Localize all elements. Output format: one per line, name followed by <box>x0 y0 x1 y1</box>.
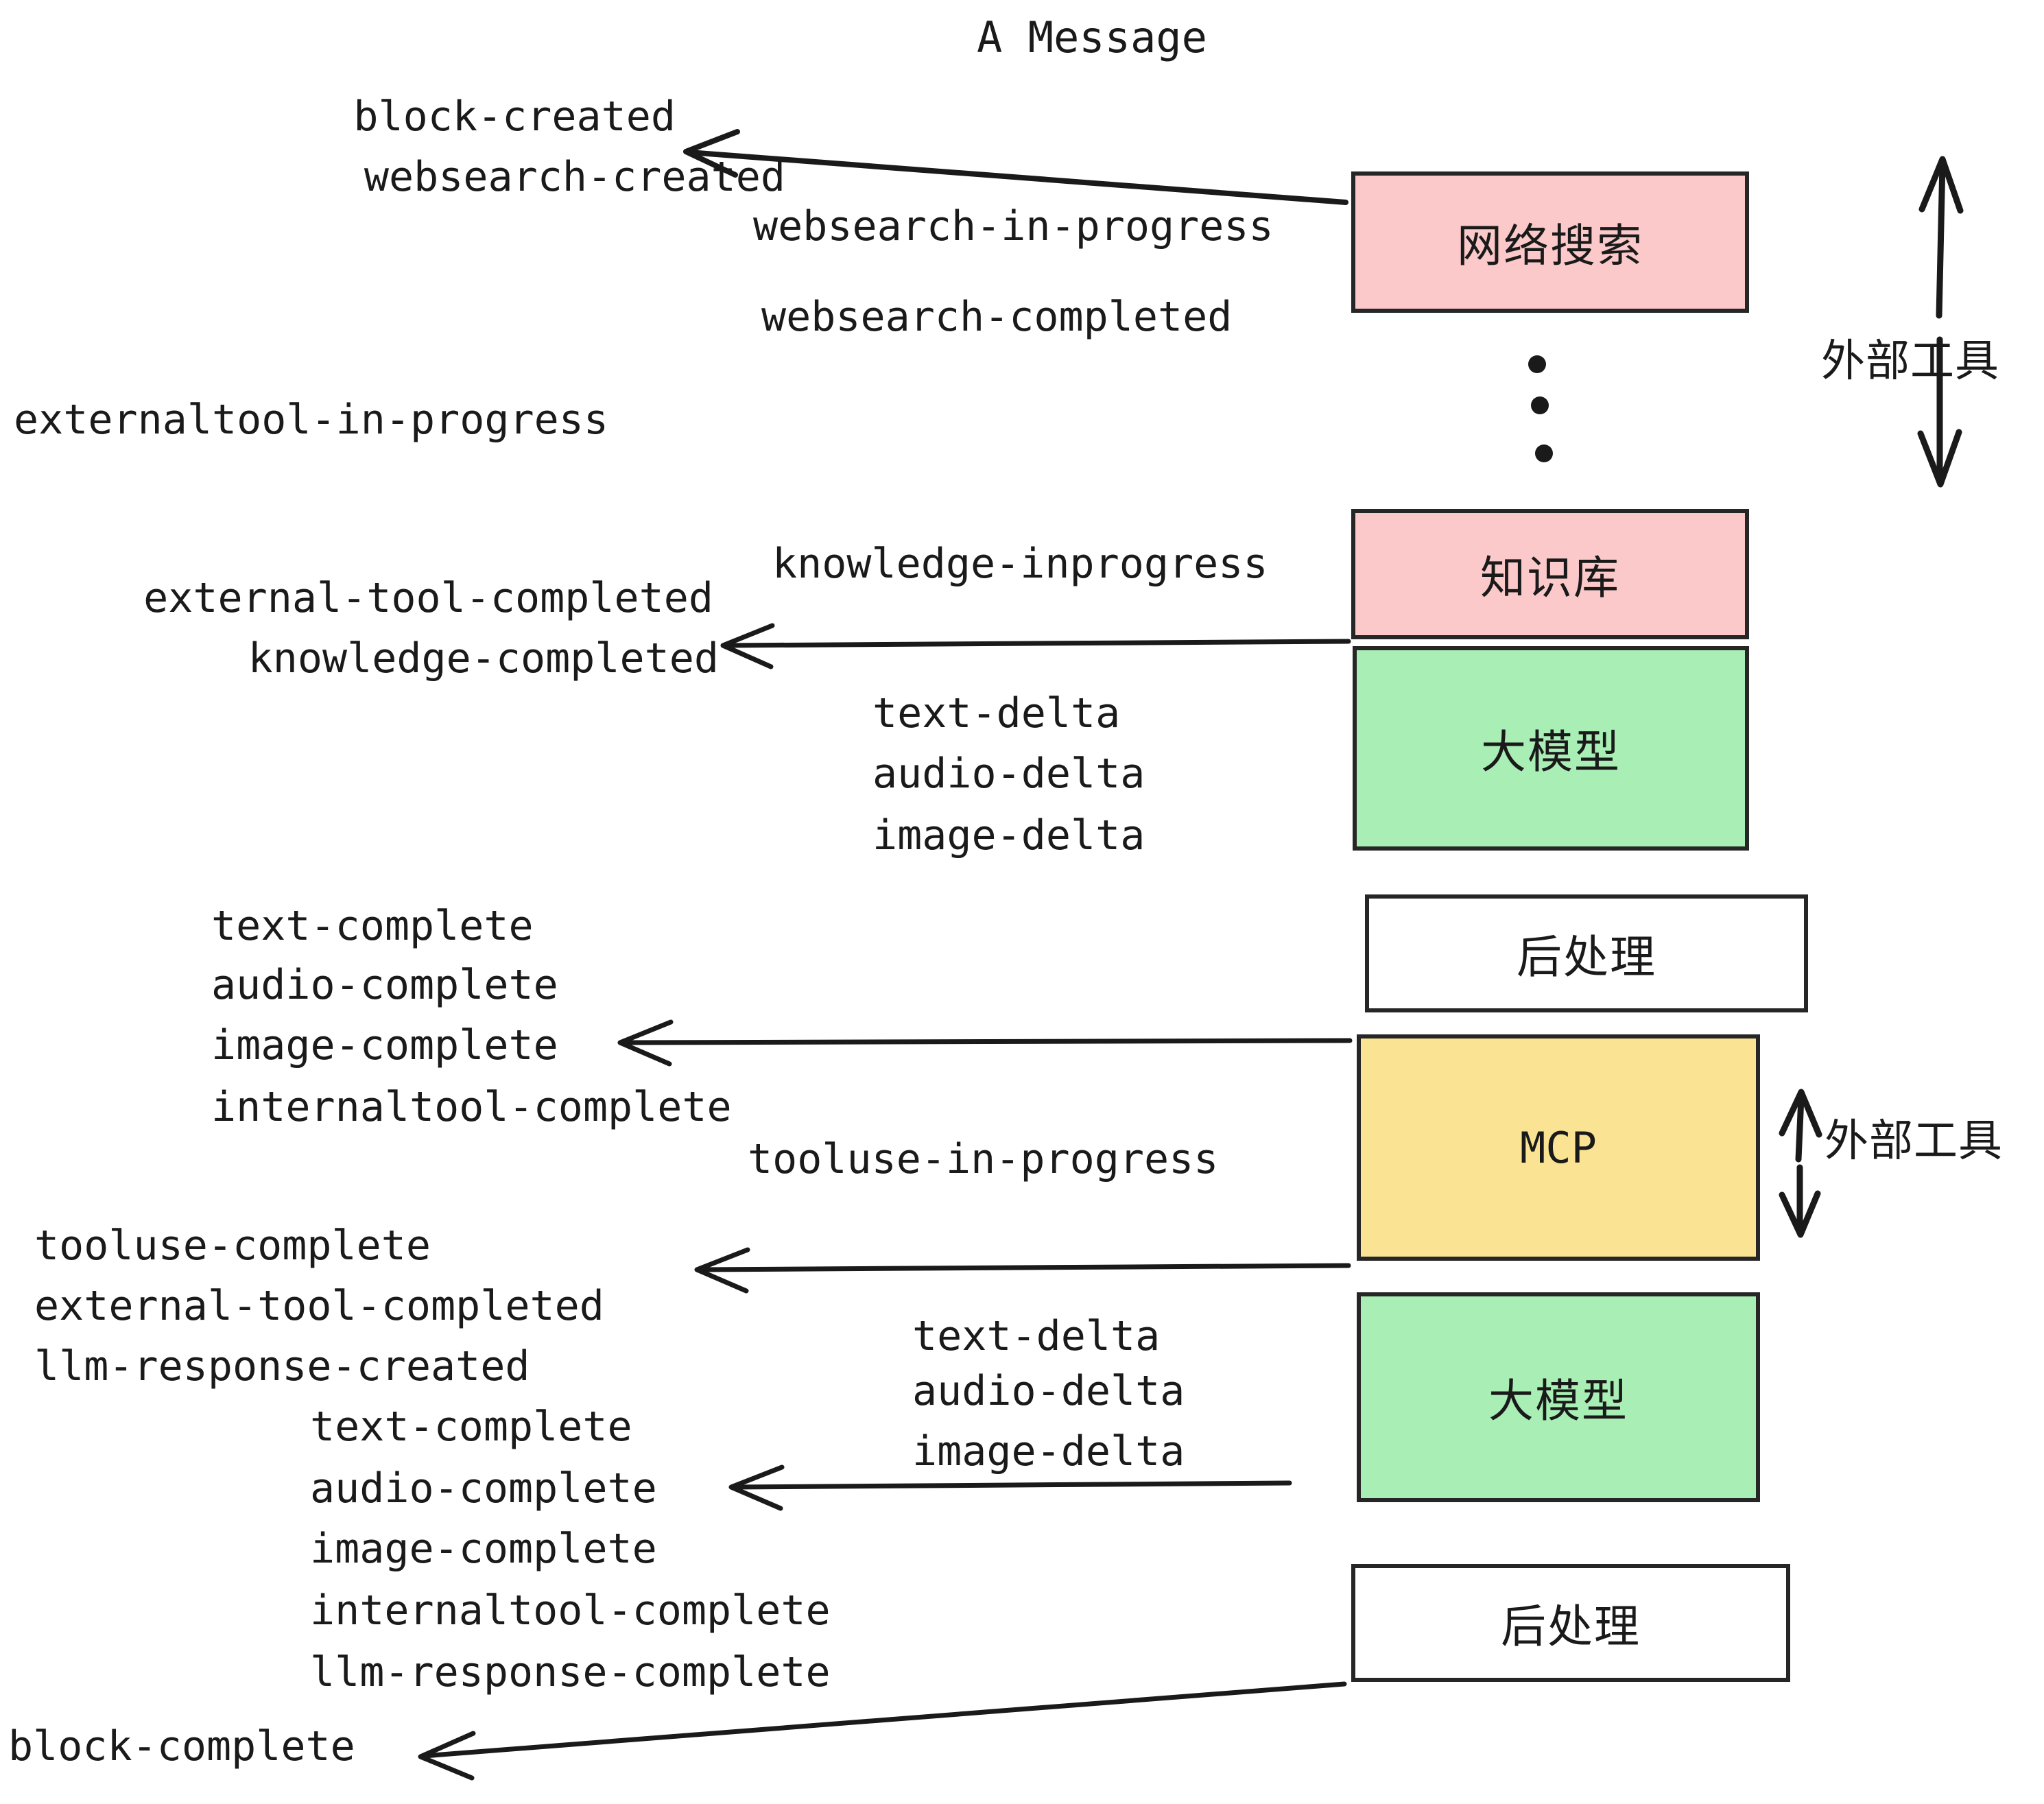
box-llm-1[interactable]: 大模型 <box>1353 646 1749 851</box>
event-tooluse-in-progress: tooluse-in-progress <box>748 1135 1219 1183</box>
event-external-tool-completed-2: external-tool-completed <box>34 1282 604 1330</box>
box-websearch-label: 网络搜索 <box>1457 219 1643 272</box>
box-postprocess-1[interactable]: 后处理 <box>1365 894 1808 1012</box>
box-websearch[interactable]: 网络搜索 <box>1351 171 1749 313</box>
ellipsis-dot-2 <box>1531 396 1549 414</box>
event-external-tool-completed-1: external-tool-completed <box>143 574 713 622</box>
event-image-delta-1: image-delta <box>872 811 1145 859</box>
external-tools-range-top <box>1917 156 1964 488</box>
event-websearch-in-progress: websearch-in-progress <box>753 202 1274 250</box>
box-postprocess-1-label: 后处理 <box>1517 931 1656 984</box>
event-audio-complete-2: audio-complete <box>310 1464 657 1512</box>
event-image-complete-1: image-complete <box>211 1021 558 1069</box>
arrow-knowledge-to-knowledge-completed <box>720 623 1351 669</box>
box-mcp-label: MCP <box>1520 1122 1597 1173</box>
event-text-complete-1: text-complete <box>211 902 534 950</box>
event-audio-delta-1: audio-delta <box>872 750 1145 798</box>
page-title: A Message <box>977 12 1207 62</box>
box-llm-2-label: 大模型 <box>1488 1375 1628 1427</box>
event-externaltool-in-progress: externaltool-in-progress <box>14 396 608 444</box>
event-text-delta-2: text-delta <box>912 1312 1161 1360</box>
box-llm-2[interactable]: 大模型 <box>1357 1292 1760 1502</box>
box-llm-1-label: 大模型 <box>1481 726 1621 779</box>
event-tooluse-complete: tooluse-complete <box>34 1222 431 1270</box>
external-tools-range-bottom <box>1779 1089 1822 1238</box>
event-image-complete-2: image-complete <box>310 1525 657 1573</box>
event-knowledge-completed: knowledge-completed <box>248 634 719 683</box>
arrow-mcp-to-tooluse-complete <box>694 1247 1351 1294</box>
event-websearch-completed: websearch-completed <box>761 293 1233 341</box>
box-knowledge-label: 知识库 <box>1480 551 1620 604</box>
event-knowledge-inprogress: knowledge-inprogress <box>772 540 1268 588</box>
event-audio-delta-2: audio-delta <box>912 1367 1185 1415</box>
event-text-delta-1: text-delta <box>872 689 1121 737</box>
event-block-created: block-created <box>353 93 676 141</box>
box-knowledge[interactable]: 知识库 <box>1351 509 1749 639</box>
ellipsis-dot-1 <box>1528 355 1546 373</box>
event-internaltool-complete-1: internaltool-complete <box>211 1083 732 1131</box>
event-block-complete: block-complete <box>8 1722 355 1770</box>
event-internaltool-complete-2: internaltool-complete <box>310 1587 831 1635</box>
event-llm-response-created: llm-response-created <box>34 1342 530 1390</box>
group-label-external-tools-top: 外部工具 <box>1821 336 1999 387</box>
event-audio-complete-1: audio-complete <box>211 961 558 1009</box>
box-postprocess-2[interactable]: 后处理 <box>1351 1564 1790 1682</box>
arrow-postprocess2-to-block-complete <box>418 1681 1347 1781</box>
box-postprocess-2-label: 后处理 <box>1501 1600 1641 1653</box>
group-label-external-tools-bottom: 外部工具 <box>1825 1116 2003 1167</box>
event-websearch-created: websearch-created <box>364 153 785 201</box>
event-image-delta-2: image-delta <box>912 1427 1185 1475</box>
event-llm-response-complete: llm-response-complete <box>310 1648 831 1696</box>
event-text-complete-2: text-complete <box>310 1403 632 1451</box>
arrow-postprocess1-to-image-complete <box>617 1019 1353 1067</box>
ellipsis-dot-3 <box>1535 444 1553 462</box>
box-mcp[interactable]: MCP <box>1357 1034 1760 1261</box>
